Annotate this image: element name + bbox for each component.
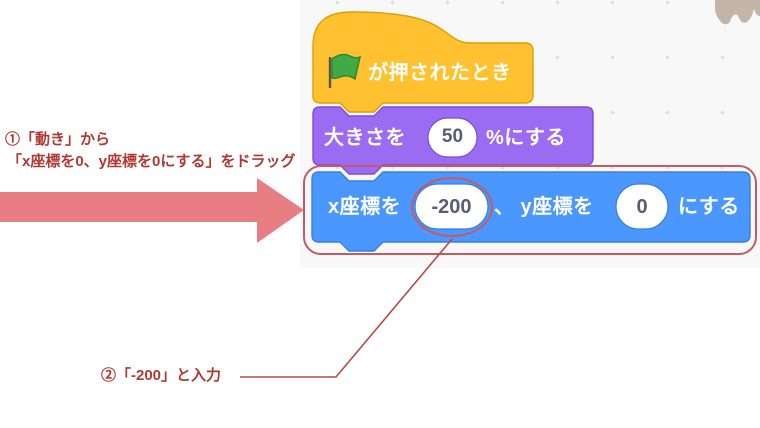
annotation-step1-line2: 「x座標を0、y座標を0にする」をドラッグ <box>7 153 296 170</box>
size-input-value[interactable]: 50 <box>441 126 464 147</box>
y-input-value[interactable]: 0 <box>636 196 648 218</box>
set-size-label-before: 大きさを <box>324 127 406 149</box>
goto-label-after: にする <box>678 196 740 218</box>
goto-x-label: x座標を <box>328 196 402 218</box>
big-arrow-icon <box>0 178 304 243</box>
x-input-value[interactable]: -200 <box>431 196 472 218</box>
annotation-step2: ②「-200」と入力 <box>101 367 222 384</box>
set-size-label-after: %にする <box>486 127 566 149</box>
goto-y-label: 、 y座標を <box>494 196 594 218</box>
flag-hat-label: が押されたとき <box>368 62 512 84</box>
annotation-step1-line1: ①「動き」から <box>5 131 111 148</box>
